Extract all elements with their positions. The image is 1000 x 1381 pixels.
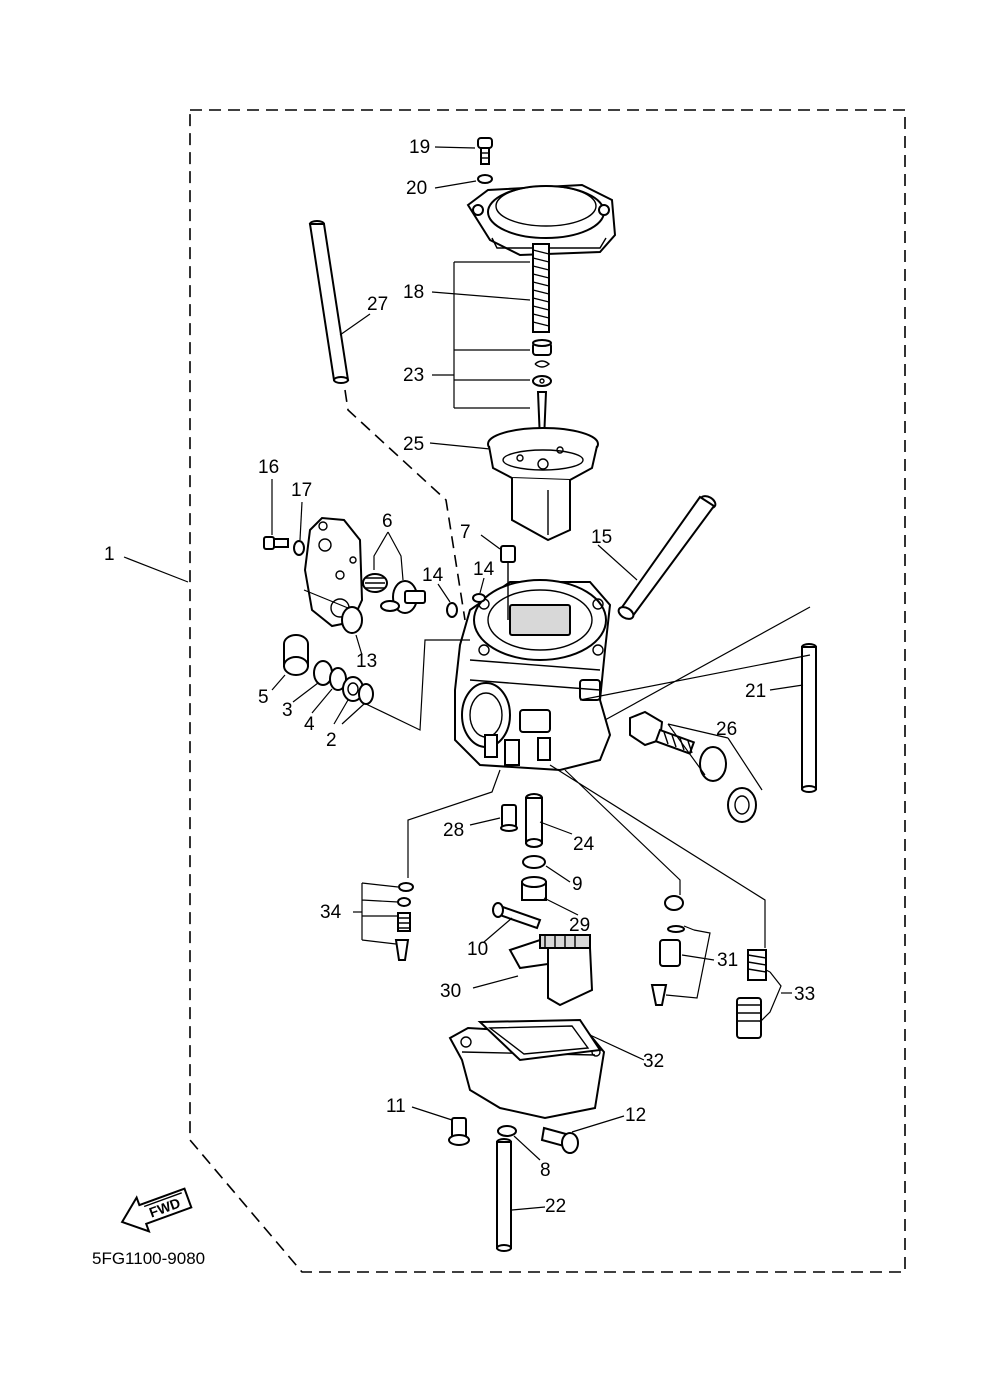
callout-14b: 14 bbox=[473, 559, 495, 580]
o-ring-14b bbox=[472, 593, 486, 603]
callout-25: 25 bbox=[403, 434, 424, 455]
callout-15: 15 bbox=[591, 527, 612, 548]
carburetor-body bbox=[454, 579, 612, 772]
callout-27: 27 bbox=[367, 294, 388, 315]
needle-valve-31 bbox=[650, 895, 685, 1006]
callout-5: 5 bbox=[258, 687, 269, 708]
callout-11: 11 bbox=[386, 1096, 406, 1117]
callout-24: 24 bbox=[573, 834, 595, 855]
callout-7: 7 bbox=[460, 522, 471, 543]
spring-set-6 bbox=[362, 573, 426, 614]
callout-12: 12 bbox=[625, 1105, 646, 1126]
callout-4: 4 bbox=[304, 714, 315, 735]
fwd-arrow: FWD bbox=[120, 1187, 193, 1234]
assembly-boundary bbox=[189, 109, 906, 1273]
callout-20: 20 bbox=[406, 178, 427, 199]
callout-6: 6 bbox=[382, 511, 393, 532]
callout-3: 3 bbox=[282, 700, 293, 721]
jet-28 bbox=[500, 804, 518, 832]
hose-22 bbox=[496, 1138, 512, 1252]
cylinder-5 bbox=[283, 634, 309, 676]
callout-14a: 14 bbox=[422, 565, 444, 586]
washer-20 bbox=[477, 174, 493, 184]
callout-23: 23 bbox=[403, 365, 424, 386]
bolt-11 bbox=[448, 1117, 470, 1146]
callout-26: 26 bbox=[716, 719, 737, 740]
callout-13: 13 bbox=[356, 651, 377, 672]
callout-17: 17 bbox=[291, 480, 312, 501]
float-30 bbox=[508, 934, 594, 1007]
diaphragm-piston-25 bbox=[487, 427, 599, 542]
callout-9: 9 bbox=[572, 874, 583, 895]
callout-8: 8 bbox=[540, 1160, 551, 1181]
callout-18: 18 bbox=[403, 282, 424, 303]
drain-screw-12 bbox=[540, 1126, 579, 1154]
callout-10: 10 bbox=[467, 939, 488, 960]
screw-set-33 bbox=[736, 949, 767, 1039]
float-chamber bbox=[448, 1018, 606, 1120]
needle-jet-24 bbox=[525, 793, 543, 848]
callout-31: 31 bbox=[717, 950, 738, 971]
o-ring-8 bbox=[497, 1125, 517, 1137]
o-ring-14a bbox=[446, 602, 458, 618]
callout-34: 34 bbox=[320, 902, 342, 923]
callout-30: 30 bbox=[440, 981, 461, 1002]
callout-labels: 1 2 3 4 5 6 7 8 9 10 11 12 13 14 14 15 1… bbox=[104, 137, 815, 1217]
screw-16 bbox=[263, 536, 289, 550]
pilot-set-34 bbox=[394, 882, 414, 961]
o-ring-13 bbox=[341, 606, 363, 634]
leader-lines bbox=[123, 146, 811, 1211]
callout-21: 21 bbox=[745, 681, 766, 702]
valve-set-26 bbox=[629, 710, 757, 823]
callout-1: 1 bbox=[104, 544, 115, 565]
hose-27 bbox=[308, 220, 350, 384]
callout-28: 28 bbox=[443, 820, 464, 841]
drawing-code: 5FG1100-9080 bbox=[92, 1249, 205, 1268]
pin-10 bbox=[492, 902, 542, 930]
seal-set-2 bbox=[342, 676, 374, 705]
callout-33: 33 bbox=[794, 984, 815, 1005]
callout-29: 29 bbox=[569, 915, 590, 936]
needle-set-23 bbox=[532, 339, 552, 441]
washer-9 bbox=[522, 855, 546, 869]
callout-2: 2 bbox=[326, 730, 337, 751]
callout-16: 16 bbox=[258, 457, 279, 478]
callout-19: 19 bbox=[409, 137, 430, 158]
callout-32: 32 bbox=[643, 1051, 664, 1072]
top-cover bbox=[466, 183, 617, 257]
screw-7 bbox=[500, 545, 516, 620]
callout-22: 22 bbox=[545, 1196, 566, 1217]
main-jet-29 bbox=[521, 876, 547, 901]
spring-18 bbox=[532, 243, 550, 333]
washer-17 bbox=[293, 540, 305, 556]
screw-19 bbox=[477, 137, 493, 165]
hose-21 bbox=[801, 643, 817, 793]
hose-15 bbox=[617, 495, 717, 620]
